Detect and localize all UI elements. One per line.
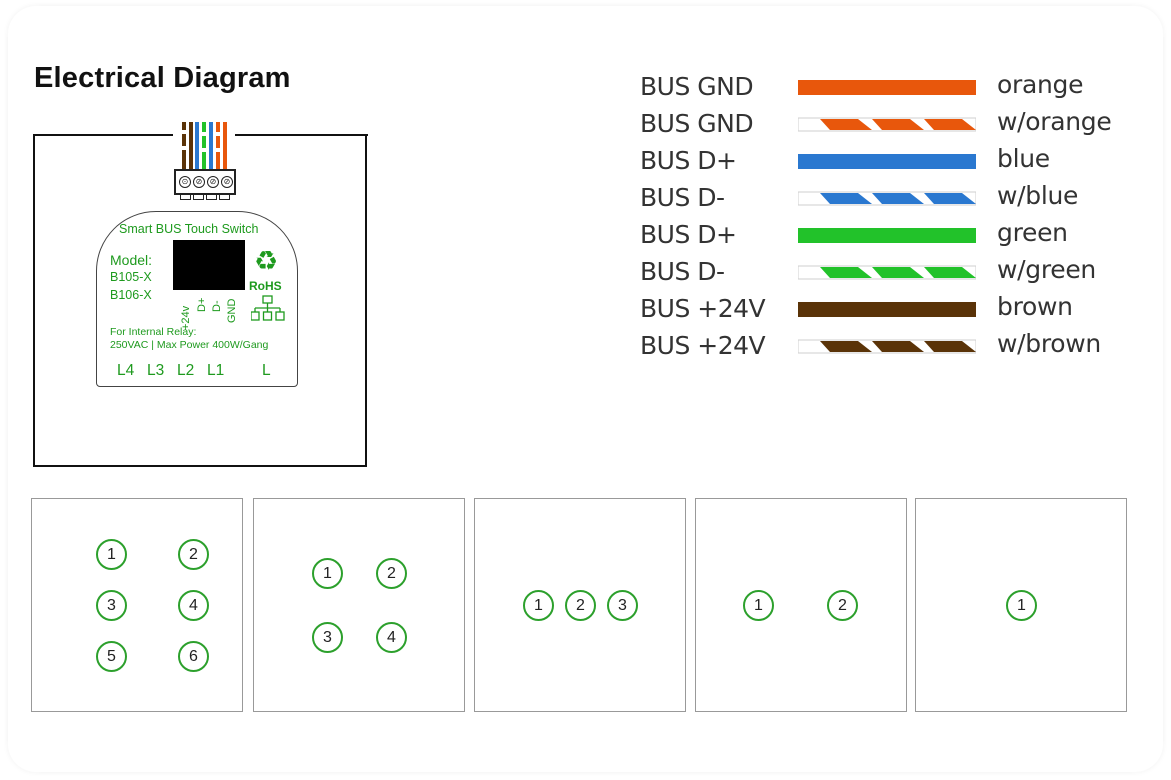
pin-label: D+ bbox=[196, 297, 208, 312]
gang-button: 5 bbox=[96, 641, 127, 672]
relay-note: For Internal Relay: bbox=[110, 326, 197, 338]
model-number: B106-X bbox=[110, 288, 152, 302]
gang-button: 3 bbox=[607, 590, 638, 621]
legend-signal-label: BUS +24V bbox=[640, 331, 766, 360]
legend-wire-color: green bbox=[997, 218, 1068, 247]
rohs-mark: RoHS bbox=[249, 279, 282, 293]
terminal-connector: ⊙ ⊘ ⊘ ⊘ bbox=[174, 169, 236, 195]
gang-button: 1 bbox=[743, 590, 774, 621]
terminal-label: L2 bbox=[177, 362, 195, 379]
legend-row: BUS +24V w/brown bbox=[640, 329, 1160, 361]
gang-button: 1 bbox=[312, 558, 343, 589]
network-icon bbox=[251, 295, 285, 321]
panel-4-gang: 1 2 3 4 bbox=[253, 498, 465, 712]
legend-wire-color: orange bbox=[997, 70, 1084, 99]
gang-button: 1 bbox=[1006, 590, 1037, 621]
gang-button: 3 bbox=[312, 622, 343, 653]
card-title: Smart BUS Touch Switch bbox=[119, 222, 259, 236]
legend-row: BUS D-w/blue bbox=[640, 181, 1160, 213]
striped-wire-swatch bbox=[798, 191, 976, 206]
screw-icon: ⊘ bbox=[207, 176, 219, 188]
legend-row: BUS D+ blue bbox=[640, 144, 1160, 176]
connector-socket bbox=[193, 193, 204, 200]
panel-6-gang: 1 2 3 4 5 6 bbox=[31, 498, 243, 712]
legend-row: BUS +24V brown bbox=[640, 292, 1160, 324]
legend-wire-color: w/blue bbox=[997, 181, 1079, 210]
device-outline bbox=[33, 135, 367, 467]
legend-signal-label: BUS GND bbox=[640, 72, 754, 101]
legend-signal-label: BUS D+ bbox=[640, 220, 737, 249]
screw-icon: ⊘ bbox=[221, 176, 233, 188]
legend-wire-color: w/brown bbox=[997, 329, 1101, 358]
legend-signal-label: BUS GND bbox=[640, 109, 754, 138]
legend-wire-color: w/orange bbox=[997, 107, 1112, 136]
panel-1-gang: 1 bbox=[915, 498, 1127, 712]
legend-wire-color: blue bbox=[997, 144, 1050, 173]
model-label: Model: bbox=[110, 252, 153, 268]
screw-icon: ⊘ bbox=[193, 176, 205, 188]
terminal-label: L1 bbox=[207, 362, 225, 379]
pin-label: D- bbox=[211, 300, 223, 312]
solid-wire-swatch bbox=[798, 154, 976, 169]
screw-icon: ⊙ bbox=[179, 176, 191, 188]
device-screen bbox=[173, 240, 245, 290]
gang-button: 1 bbox=[523, 590, 554, 621]
legend-signal-label: BUS D- bbox=[640, 183, 725, 212]
connector-socket bbox=[206, 193, 217, 200]
device-label-card: Smart BUS Touch Switch Model: B105-X B10… bbox=[96, 211, 298, 387]
connector-socket bbox=[219, 193, 230, 200]
gang-button: 3 bbox=[96, 590, 127, 621]
gang-button: 6 bbox=[178, 641, 209, 672]
striped-wire-swatch bbox=[798, 339, 976, 354]
legend-signal-label: BUS D+ bbox=[640, 146, 737, 175]
legend-row: BUS GND w/orange bbox=[640, 107, 1160, 139]
legend-row: BUS D+ green bbox=[640, 218, 1160, 250]
gang-button: 2 bbox=[178, 539, 209, 570]
recycle-icon: ♻ bbox=[254, 246, 279, 276]
gang-button: 1 bbox=[96, 539, 127, 570]
legend-signal-label: BUS D- bbox=[640, 257, 725, 286]
page-title: Electrical Diagram bbox=[34, 62, 291, 94]
device-top-edge-left bbox=[33, 134, 173, 136]
legend-row: BUS GND orange bbox=[640, 70, 1160, 102]
terminal-label: L3 bbox=[147, 362, 165, 379]
gang-button: 2 bbox=[565, 590, 596, 621]
relay-spec: 250VAC | Max Power 400W/Gang bbox=[110, 339, 269, 351]
terminal-label: L bbox=[262, 362, 271, 379]
striped-wire-swatch bbox=[798, 265, 976, 280]
cable-wires bbox=[182, 122, 227, 170]
solid-wire-swatch bbox=[798, 302, 976, 317]
legend-row: BUS D-w/green bbox=[640, 255, 1160, 287]
legend-wire-color: brown bbox=[997, 292, 1073, 321]
legend-wire-color: w/green bbox=[997, 255, 1096, 284]
pin-label: GND bbox=[226, 298, 238, 323]
gang-button: 2 bbox=[376, 558, 407, 589]
gang-button: 4 bbox=[376, 622, 407, 653]
solid-wire-swatch bbox=[798, 228, 976, 243]
solid-wire-swatch bbox=[798, 80, 976, 95]
terminal-label: L4 bbox=[117, 362, 135, 379]
device-top-edge-right bbox=[235, 134, 368, 136]
gang-button: 2 bbox=[827, 590, 858, 621]
legend-signal-label: BUS +24V bbox=[640, 294, 766, 323]
model-number: B105-X bbox=[110, 270, 152, 284]
gang-button: 4 bbox=[178, 590, 209, 621]
striped-wire-swatch bbox=[798, 117, 976, 132]
connector-socket bbox=[180, 193, 191, 200]
